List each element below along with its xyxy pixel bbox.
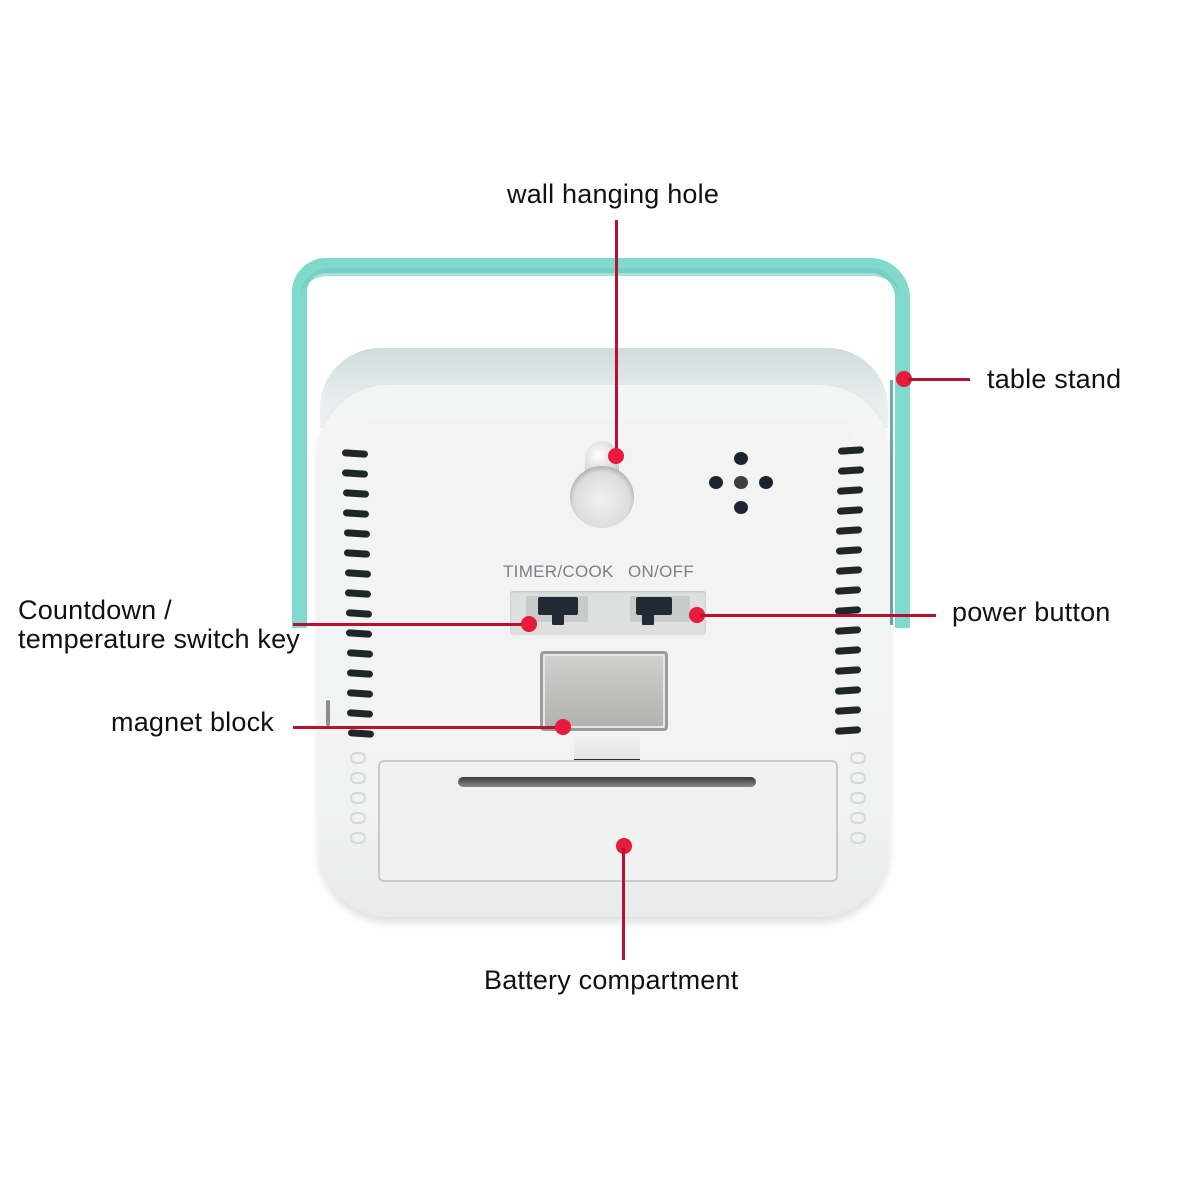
callout-line-wall-hanging-hole [615,220,618,456]
table-stand-edge [890,380,893,625]
callout-dot-magnet-block [555,719,571,735]
callout-line-battery-compartment [622,848,625,960]
power-switch[interactable] [636,597,672,615]
power-switch-stem [642,613,654,625]
timer-cook-switch[interactable] [538,597,578,615]
on-off-label: ON/OFF [628,562,695,581]
timer-cook-label: TIMER/COOK [503,562,614,581]
callout-line-countdown-switch [293,623,529,626]
callout-dot-power-button [689,607,705,623]
callout-label-power-button: power button [952,597,1111,627]
callout-dot-countdown-switch [521,616,537,632]
table-stand-shadow [300,268,900,298]
callout-line-table-stand [908,378,970,381]
magnet-block [540,651,668,731]
callout-label-countdown-switch: Countdown / temperature switch key [18,595,301,654]
callout-line-magnet-block [293,726,563,729]
battery-latch-tab [574,735,640,763]
side-clip [326,700,330,726]
timer-cook-switch-stem [552,613,564,625]
callout-dot-battery-compartment [616,838,632,854]
callout-dot-wall-hanging-hole [608,448,624,464]
callout-line-power-button [700,614,936,617]
callout-label-battery-compartment: Battery compartment [484,965,739,995]
callout-label-magnet-block: magnet block [111,707,274,737]
callout-label-table-stand: table stand [987,364,1122,394]
callout-dot-table-stand [896,371,912,387]
wall-hanging-hole-base [570,466,634,528]
callout-label-wall-hanging-hole: wall hanging hole [507,179,720,209]
battery-cover-slot [458,777,756,787]
